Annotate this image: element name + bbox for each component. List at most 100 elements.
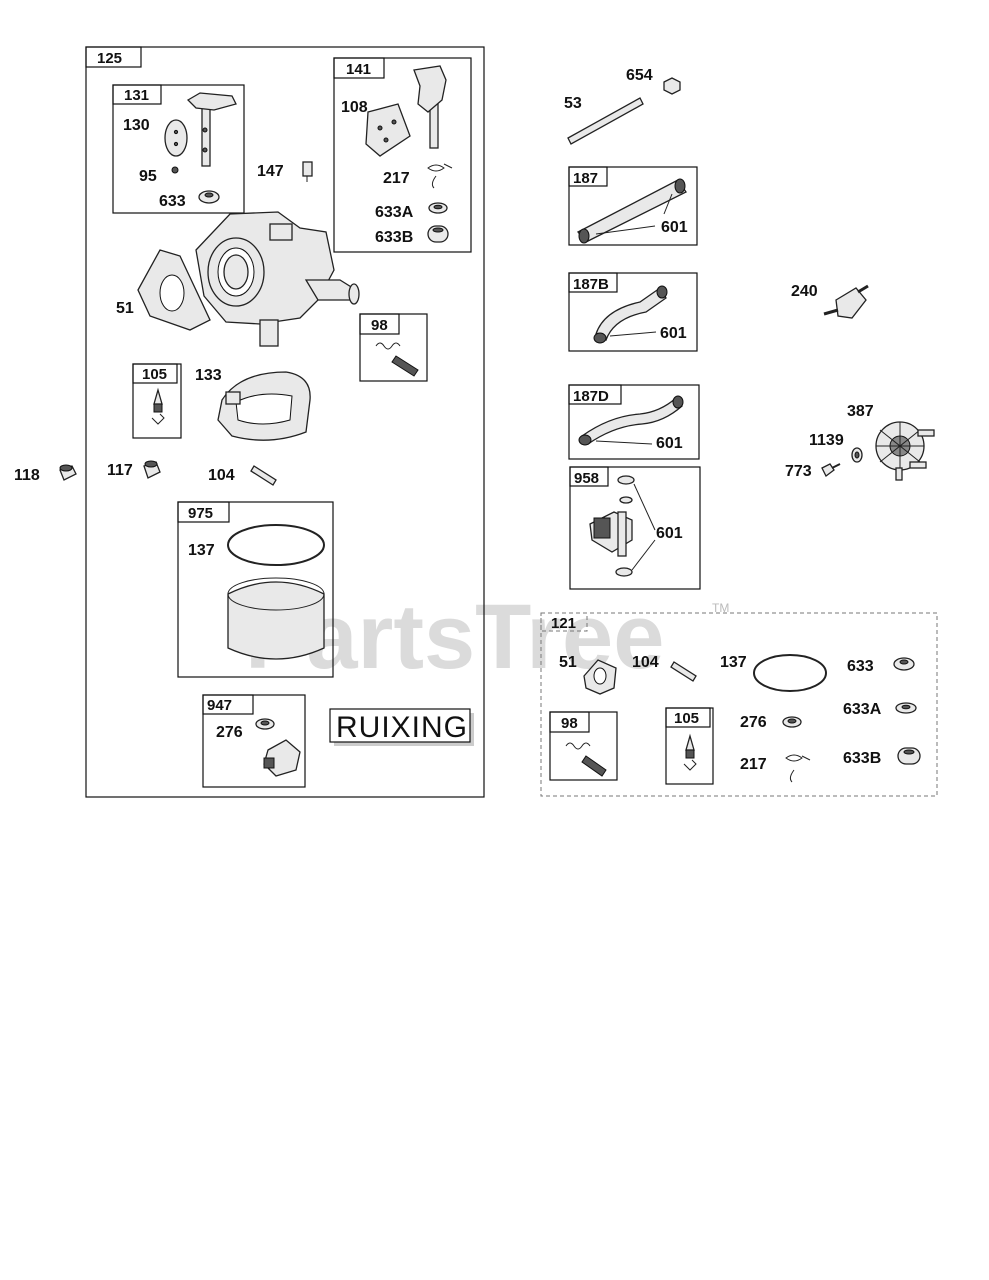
screw-95-icon	[171, 166, 179, 174]
callout-633A: 633A	[375, 204, 414, 221]
throttle-plate-icon	[164, 119, 188, 157]
callout-276: 276	[216, 724, 243, 741]
callout-601: 601	[656, 525, 683, 542]
group-tag-125: 125	[97, 50, 122, 67]
callout-53: 53	[564, 95, 582, 112]
brand-label-box: RUIXING	[329, 708, 474, 746]
bowl-icon	[227, 581, 325, 660]
group-187B-fuel-line: 187B 601	[568, 272, 698, 352]
clip-icon	[151, 413, 165, 425]
throttle-lever-icon	[186, 92, 237, 111]
callout-1139: 1139	[809, 432, 844, 449]
callout-51: 51	[116, 300, 134, 317]
callout-773: 773	[785, 463, 812, 480]
brand-label: RUIXING	[336, 711, 468, 744]
callout-104: 104	[632, 654, 659, 671]
group-tag-187: 187	[573, 170, 598, 187]
callout-387: 387	[847, 403, 874, 420]
callout-104: 104	[208, 467, 235, 484]
callout-217: 217	[383, 170, 410, 187]
clip-icon	[683, 759, 697, 771]
callout-633A: 633A	[843, 701, 882, 718]
group-105-needle-kit: 105	[132, 363, 182, 439]
group-tag-121: 121	[551, 615, 576, 632]
spring-icon	[375, 342, 401, 350]
callout-147: 147	[257, 163, 284, 180]
group-tag-141: 141	[346, 61, 371, 78]
group-tag-958: 958	[574, 470, 599, 487]
trademark-mark: TM	[712, 601, 729, 615]
oring-137-icon	[753, 654, 827, 692]
callout-117: 117	[107, 462, 133, 479]
callout-601: 601	[656, 435, 683, 452]
oring-137-icon	[227, 524, 325, 566]
screw-773-icon	[821, 463, 835, 477]
screw-icon	[581, 755, 607, 777]
callout-95: 95	[139, 168, 157, 185]
part-117: 117	[107, 460, 161, 479]
clamp-icon	[615, 567, 633, 577]
group-tag-131: 131	[124, 87, 149, 104]
fuel-line-icon	[595, 287, 667, 341]
group-121-overhaul-kit: 121 51 104 137 633 633A 276 217 633B 98 …	[540, 612, 938, 797]
spring-icon	[565, 742, 591, 750]
group-958-shutoff-valve: 958 601	[569, 466, 701, 590]
group-tag-187D: 187D	[573, 388, 609, 405]
spring-217-icon	[427, 163, 453, 189]
group-tag-105: 105	[142, 366, 167, 383]
group-tag-187B: 187B	[573, 276, 609, 293]
part-654-nut: 654	[626, 67, 681, 95]
part-773-screw: 773	[785, 463, 841, 480]
part-147-screw: 147	[257, 161, 313, 182]
callout-217: 217	[740, 756, 767, 773]
callout-601: 601	[661, 219, 688, 236]
callout-108: 108	[341, 99, 368, 116]
screw-icon	[391, 355, 419, 377]
callout-633B: 633B	[843, 750, 881, 767]
part-104-pin: 104	[208, 465, 277, 486]
group-947-solenoid-kit: 947 276	[202, 694, 306, 788]
group-187-fuel-line: 187 601	[568, 166, 698, 246]
part-133-float: 133	[195, 367, 311, 441]
group-tag-947: 947	[207, 697, 232, 714]
needle-icon	[685, 733, 695, 751]
part-53-fuel-shaft: 53	[564, 95, 644, 145]
callout-133: 133	[195, 367, 222, 384]
group-975-bowl-kit: 975 137	[177, 501, 334, 678]
carburetor-body-icon	[195, 211, 360, 347]
fuel-filter-icon	[835, 287, 867, 319]
group-tag-975: 975	[188, 505, 213, 522]
spring-217-icon	[785, 754, 811, 783]
callout-137: 137	[720, 654, 747, 671]
group-131-throttle-kit: 131 130 95 633	[112, 84, 245, 214]
pin-104-icon	[250, 465, 277, 486]
group-tag-98: 98	[371, 317, 388, 334]
screw-147-icon	[302, 161, 313, 177]
callout-654: 654	[626, 67, 653, 84]
shaft-53-icon	[567, 97, 644, 145]
callout-633: 633	[159, 193, 186, 210]
group-tag-105: 105	[674, 710, 699, 727]
part-387-fuel-pump: 387	[847, 403, 935, 481]
part-1139-washer: 1139	[809, 432, 863, 463]
part-118: 118	[14, 464, 77, 484]
callout-51: 51	[559, 654, 577, 671]
part-51-gasket: 51	[116, 249, 211, 331]
choke-plate-icon	[365, 103, 411, 157]
callout-633B: 633B	[375, 229, 413, 246]
callout-137: 137	[188, 542, 215, 559]
callout-240: 240	[791, 283, 818, 300]
callout-118: 118	[14, 467, 40, 484]
group-tag-98: 98	[561, 715, 578, 732]
needle-icon	[153, 387, 163, 405]
nut-654-icon	[663, 77, 681, 95]
pin-104-icon	[670, 661, 697, 682]
callout-633: 633	[847, 658, 874, 675]
clamp-icon	[617, 475, 635, 485]
callout-601: 601	[660, 325, 687, 342]
group-125-carburetor-assembly: 125	[85, 46, 485, 798]
group-98-screw-kit: 98	[359, 313, 428, 382]
part-240-fuel-filter: 240	[791, 283, 869, 319]
group-141-choke-kit: 141 108 217 633A 633B	[333, 57, 472, 253]
